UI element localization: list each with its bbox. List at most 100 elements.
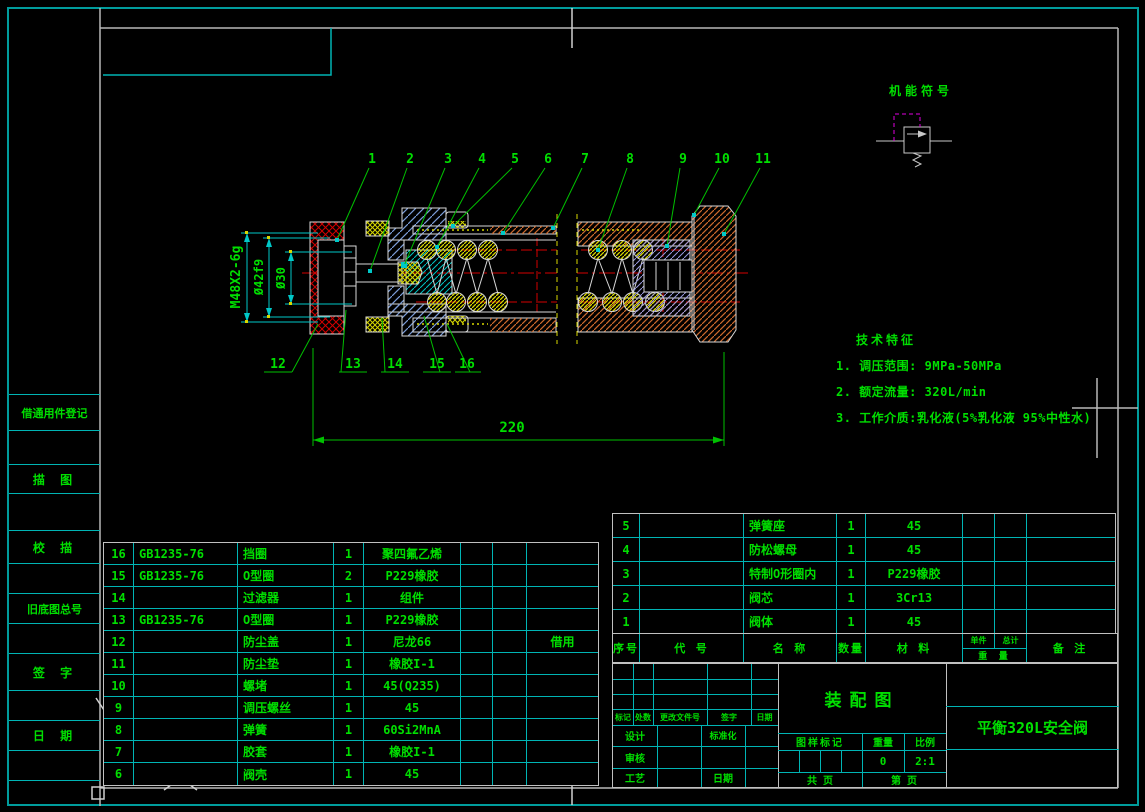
bom-cell: 8 bbox=[104, 719, 134, 741]
bom-cell bbox=[995, 514, 1027, 538]
bom-cell bbox=[461, 543, 493, 565]
bom-cell: GB1235-76 bbox=[134, 609, 238, 631]
bom-cell bbox=[461, 697, 493, 719]
bom-cell: 橡胶I-1 bbox=[364, 741, 461, 763]
role-process: 工艺 bbox=[625, 774, 645, 785]
bom-cell: 1 bbox=[334, 763, 364, 785]
bom-cell bbox=[527, 565, 598, 587]
bom-cell: 45 bbox=[364, 763, 461, 785]
callout-1: 1 bbox=[368, 152, 376, 167]
bom-cell: O型圈 bbox=[238, 565, 334, 587]
bom-cell: 阀芯 bbox=[744, 586, 837, 610]
bom-header-weight: 重 量 bbox=[978, 651, 1011, 662]
bom-cell bbox=[461, 763, 493, 785]
bom-cell: 弹簧 bbox=[238, 719, 334, 741]
page-number: 第 页 bbox=[890, 776, 918, 787]
bom-cell bbox=[1027, 610, 1115, 634]
bom-cell bbox=[493, 587, 527, 609]
role-standardization: 标准化 bbox=[709, 732, 737, 742]
bom-cell: 调压螺丝 bbox=[238, 697, 334, 719]
bom-cell: 2 bbox=[334, 565, 364, 587]
break-lines bbox=[556, 210, 578, 346]
bom-cell: 1 bbox=[334, 653, 364, 675]
sidebar-label: 日 期 bbox=[9, 721, 100, 751]
bom-cell: 1 bbox=[334, 631, 364, 653]
bom-cell bbox=[461, 653, 493, 675]
bom-cell: 3 bbox=[613, 562, 640, 586]
scale-value: 2:1 bbox=[915, 754, 935, 768]
sidebar-registration-column: 借通用件登记 描 图 校 描 旧底图总号 签 字 日 期 bbox=[9, 394, 100, 806]
bom-cell: 特制O形圈内 bbox=[744, 562, 837, 586]
bom-cell bbox=[527, 741, 598, 763]
product-name: 平衡320L安全阀 bbox=[976, 719, 1089, 737]
callout-7: 7 bbox=[581, 152, 589, 167]
bom-cell bbox=[134, 763, 238, 785]
sidebar-empty-cell bbox=[9, 751, 100, 781]
bom-cell: 尼龙66 bbox=[364, 631, 461, 653]
tech-note-item: 2. 额定流量: 320L/min bbox=[836, 385, 987, 399]
bom-cell: 防松螺母 bbox=[744, 538, 837, 562]
bom-cell: 1 bbox=[334, 543, 364, 565]
bom-cell: 1 bbox=[837, 514, 866, 538]
bom-cell: 45(Q235) bbox=[364, 675, 461, 697]
callout-10: 10 bbox=[714, 152, 730, 167]
bom-cell bbox=[134, 741, 238, 763]
bom-cell: 5 bbox=[613, 514, 640, 538]
bom-cell bbox=[493, 565, 527, 587]
bom-cell bbox=[493, 697, 527, 719]
bom-cell bbox=[527, 763, 598, 785]
dimensions: M48X2-6g Ø42f9 Ø30 220 bbox=[229, 231, 725, 446]
bom-cell: 借用 bbox=[527, 631, 598, 653]
bom-cell bbox=[527, 587, 598, 609]
bom-cell: 1 bbox=[613, 610, 640, 634]
bom-cell: 聚四氟乙烯 bbox=[364, 543, 461, 565]
sidebar-label: 签 字 bbox=[9, 654, 100, 691]
valve-sleeve-left bbox=[412, 225, 557, 333]
bom-header-note: 备 注 bbox=[1052, 642, 1088, 655]
sidebar-empty-cell bbox=[9, 494, 100, 531]
bom-cell bbox=[493, 741, 527, 763]
sidebar-empty-cell bbox=[9, 564, 100, 594]
bom-cell: 1 bbox=[334, 609, 364, 631]
bom-cell: 胶套 bbox=[238, 741, 334, 763]
role-design: 设计 bbox=[625, 732, 645, 743]
bom-header-code: 代 号 bbox=[640, 634, 744, 662]
bom-cell bbox=[995, 586, 1027, 610]
function-symbol-label: 机能符号 bbox=[889, 84, 954, 98]
bom-cell: 螺堵 bbox=[238, 675, 334, 697]
rev-label-docno: 更改文件号 bbox=[660, 712, 700, 722]
bom-cell bbox=[527, 697, 598, 719]
bom-cell bbox=[527, 543, 598, 565]
bom-cell bbox=[527, 675, 598, 697]
bom-cell: 1 bbox=[837, 610, 866, 634]
pilot-line bbox=[893, 113, 921, 141]
callout-6: 6 bbox=[544, 152, 552, 167]
bom-header-name: 名 称 bbox=[744, 634, 837, 662]
sidebar-label: 借通用件登记 bbox=[9, 395, 100, 431]
bom-cell bbox=[493, 609, 527, 631]
weight-label: 重量 bbox=[873, 738, 893, 749]
bom-cell: 阀壳 bbox=[238, 763, 334, 785]
bom-cell bbox=[527, 653, 598, 675]
bom-cell: 防尘垫 bbox=[238, 653, 334, 675]
bom-header-unit-weight: 单件 bbox=[963, 634, 995, 648]
bom-header-total-weight: 总计 bbox=[1002, 636, 1019, 646]
callout-14: 14 bbox=[387, 357, 403, 372]
sidebar-empty-cell bbox=[9, 624, 100, 654]
bom-cell bbox=[461, 741, 493, 763]
bom-cell: 11 bbox=[104, 653, 134, 675]
divider bbox=[946, 664, 947, 787]
bom-cell: 1 bbox=[334, 675, 364, 697]
bom-cell bbox=[461, 719, 493, 741]
bom-cell bbox=[493, 653, 527, 675]
title-block: 标记 处数 更改文件号 签字 日期 设计 标准化 审核 工艺 日期 装配图 图样… bbox=[612, 663, 1119, 788]
mark-label: 图样标记 bbox=[796, 738, 844, 749]
spring-symbol bbox=[911, 152, 923, 168]
bom-cell: 1 bbox=[334, 719, 364, 741]
callout-8: 8 bbox=[626, 152, 634, 167]
bom-cell bbox=[1027, 562, 1115, 586]
bom-cell bbox=[995, 610, 1027, 634]
